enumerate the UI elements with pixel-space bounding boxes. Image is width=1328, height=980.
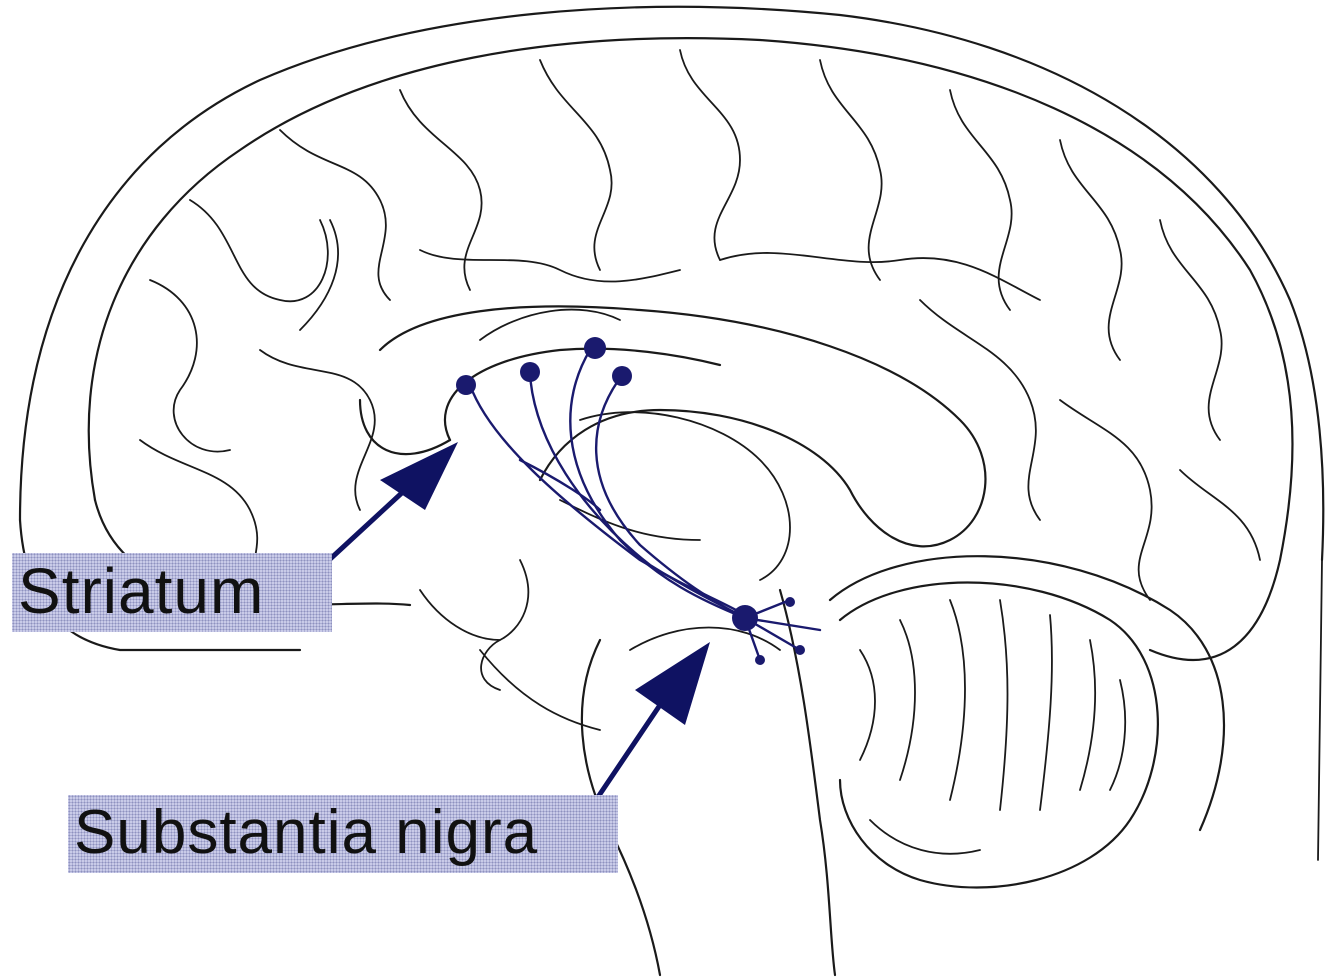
striatum-terminal-1: [456, 375, 476, 395]
corpus-callosum: [360, 306, 985, 546]
substantia-nigra-cell: [795, 645, 805, 655]
substantia-nigra-cell: [785, 597, 795, 607]
substantia-nigra-cluster: [732, 605, 758, 631]
substantia-nigra-label: Substantia nigra: [68, 795, 618, 873]
arrow-to-striatum: [315, 442, 458, 573]
striatum-terminal-2: [520, 362, 540, 382]
skull-outline: [20, 7, 1323, 860]
cerebellum: [830, 556, 1224, 887]
brainstem: [480, 590, 835, 975]
cortical-gyri: [140, 50, 1260, 600]
arrow-to-substantia-nigra: [598, 642, 710, 797]
thalamus-region: [420, 412, 790, 690]
striatum-terminal-3: [584, 337, 606, 359]
striatum-label: Striatum: [12, 553, 332, 632]
nigrostriatal-pathway: [456, 337, 820, 665]
striatum-terminal-4: [612, 366, 632, 386]
substantia-nigra-cell: [755, 655, 765, 665]
